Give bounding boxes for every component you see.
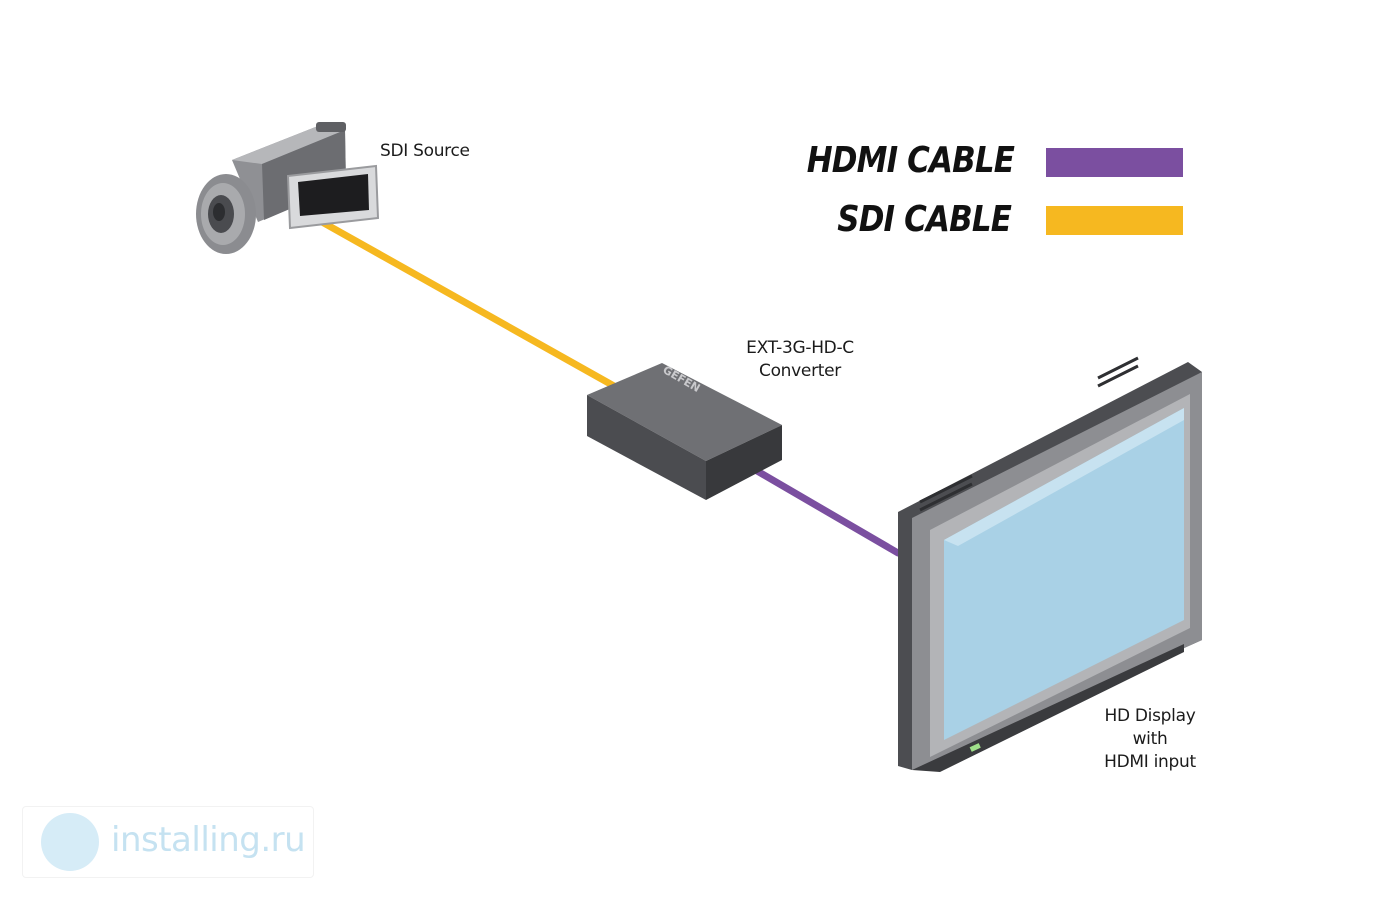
converter-type-text: Converter	[759, 361, 841, 381]
legend-hdmi-label: HDMI CABLE	[806, 140, 1015, 181]
legend-sdi-label: SDI CABLE	[837, 199, 1012, 240]
display-label-line-2: with	[1132, 729, 1168, 749]
watermark-text: installing.ru	[111, 820, 306, 860]
watermark: installing.ru	[22, 806, 314, 878]
display-label-line-1: HD Display	[1104, 706, 1196, 726]
hd-display-icon	[898, 356, 1202, 772]
display-label-line-3: HDMI input	[1104, 752, 1196, 772]
watermark-logo-icon	[41, 813, 99, 871]
sdi-cable-line	[318, 218, 618, 390]
display-label: HD Display with HDMI input	[1080, 705, 1220, 774]
camcorder-icon	[196, 122, 380, 254]
hdmi-cable-line	[748, 464, 902, 557]
sdi-source-label: SDI Source	[380, 141, 470, 161]
converter-box-icon: GEFEN	[587, 363, 782, 500]
legend-sdi-swatch	[1046, 206, 1183, 235]
converter-label: EXT-3G-HD-C Converter	[720, 337, 880, 383]
converter-model-text: EXT-3G-HD-C	[746, 338, 854, 358]
legend-hdmi-swatch	[1046, 148, 1183, 177]
